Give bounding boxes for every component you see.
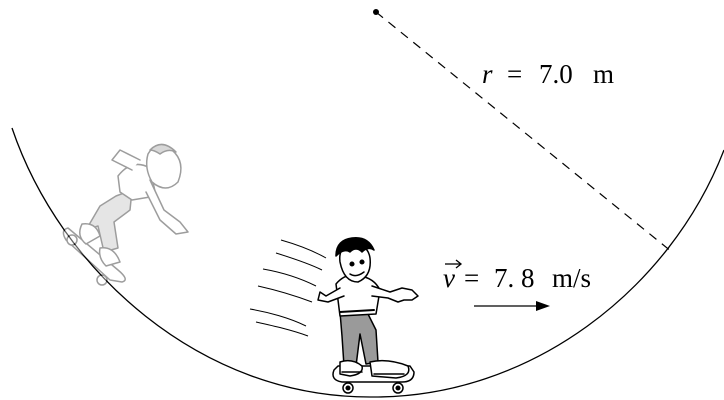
- radius-value: 7.0: [539, 59, 573, 89]
- radius-unit: m: [593, 59, 614, 89]
- velocity-arrow-icon: [474, 301, 550, 311]
- skater: [317, 237, 419, 394]
- halfpipe-arc: [11, 127, 724, 398]
- faded-skater: [62, 143, 189, 286]
- radius-symbol: r: [482, 59, 493, 89]
- radius-equals: =: [507, 59, 522, 89]
- velocity-equals: =: [464, 263, 479, 293]
- velocity-unit: m/s: [552, 263, 591, 293]
- skater-shoe: [369, 359, 410, 379]
- motion-lines: [249, 239, 327, 337]
- skater-pants: [339, 309, 379, 367]
- radius-label: r = 7.0 m: [482, 59, 614, 89]
- velocity-symbol: v: [443, 263, 455, 293]
- velocity-label: v = 7. 8 m/s: [443, 259, 591, 293]
- skater-arm: [317, 287, 345, 303]
- faded-skateboard: [62, 227, 126, 283]
- velocity-value: 7. 8: [494, 263, 535, 293]
- skater-hair: [335, 237, 375, 257]
- skater-shoe: [339, 359, 363, 377]
- radius-line: [375, 11, 673, 253]
- skater-arm: [371, 285, 419, 303]
- vector-arrow-icon: [445, 259, 463, 269]
